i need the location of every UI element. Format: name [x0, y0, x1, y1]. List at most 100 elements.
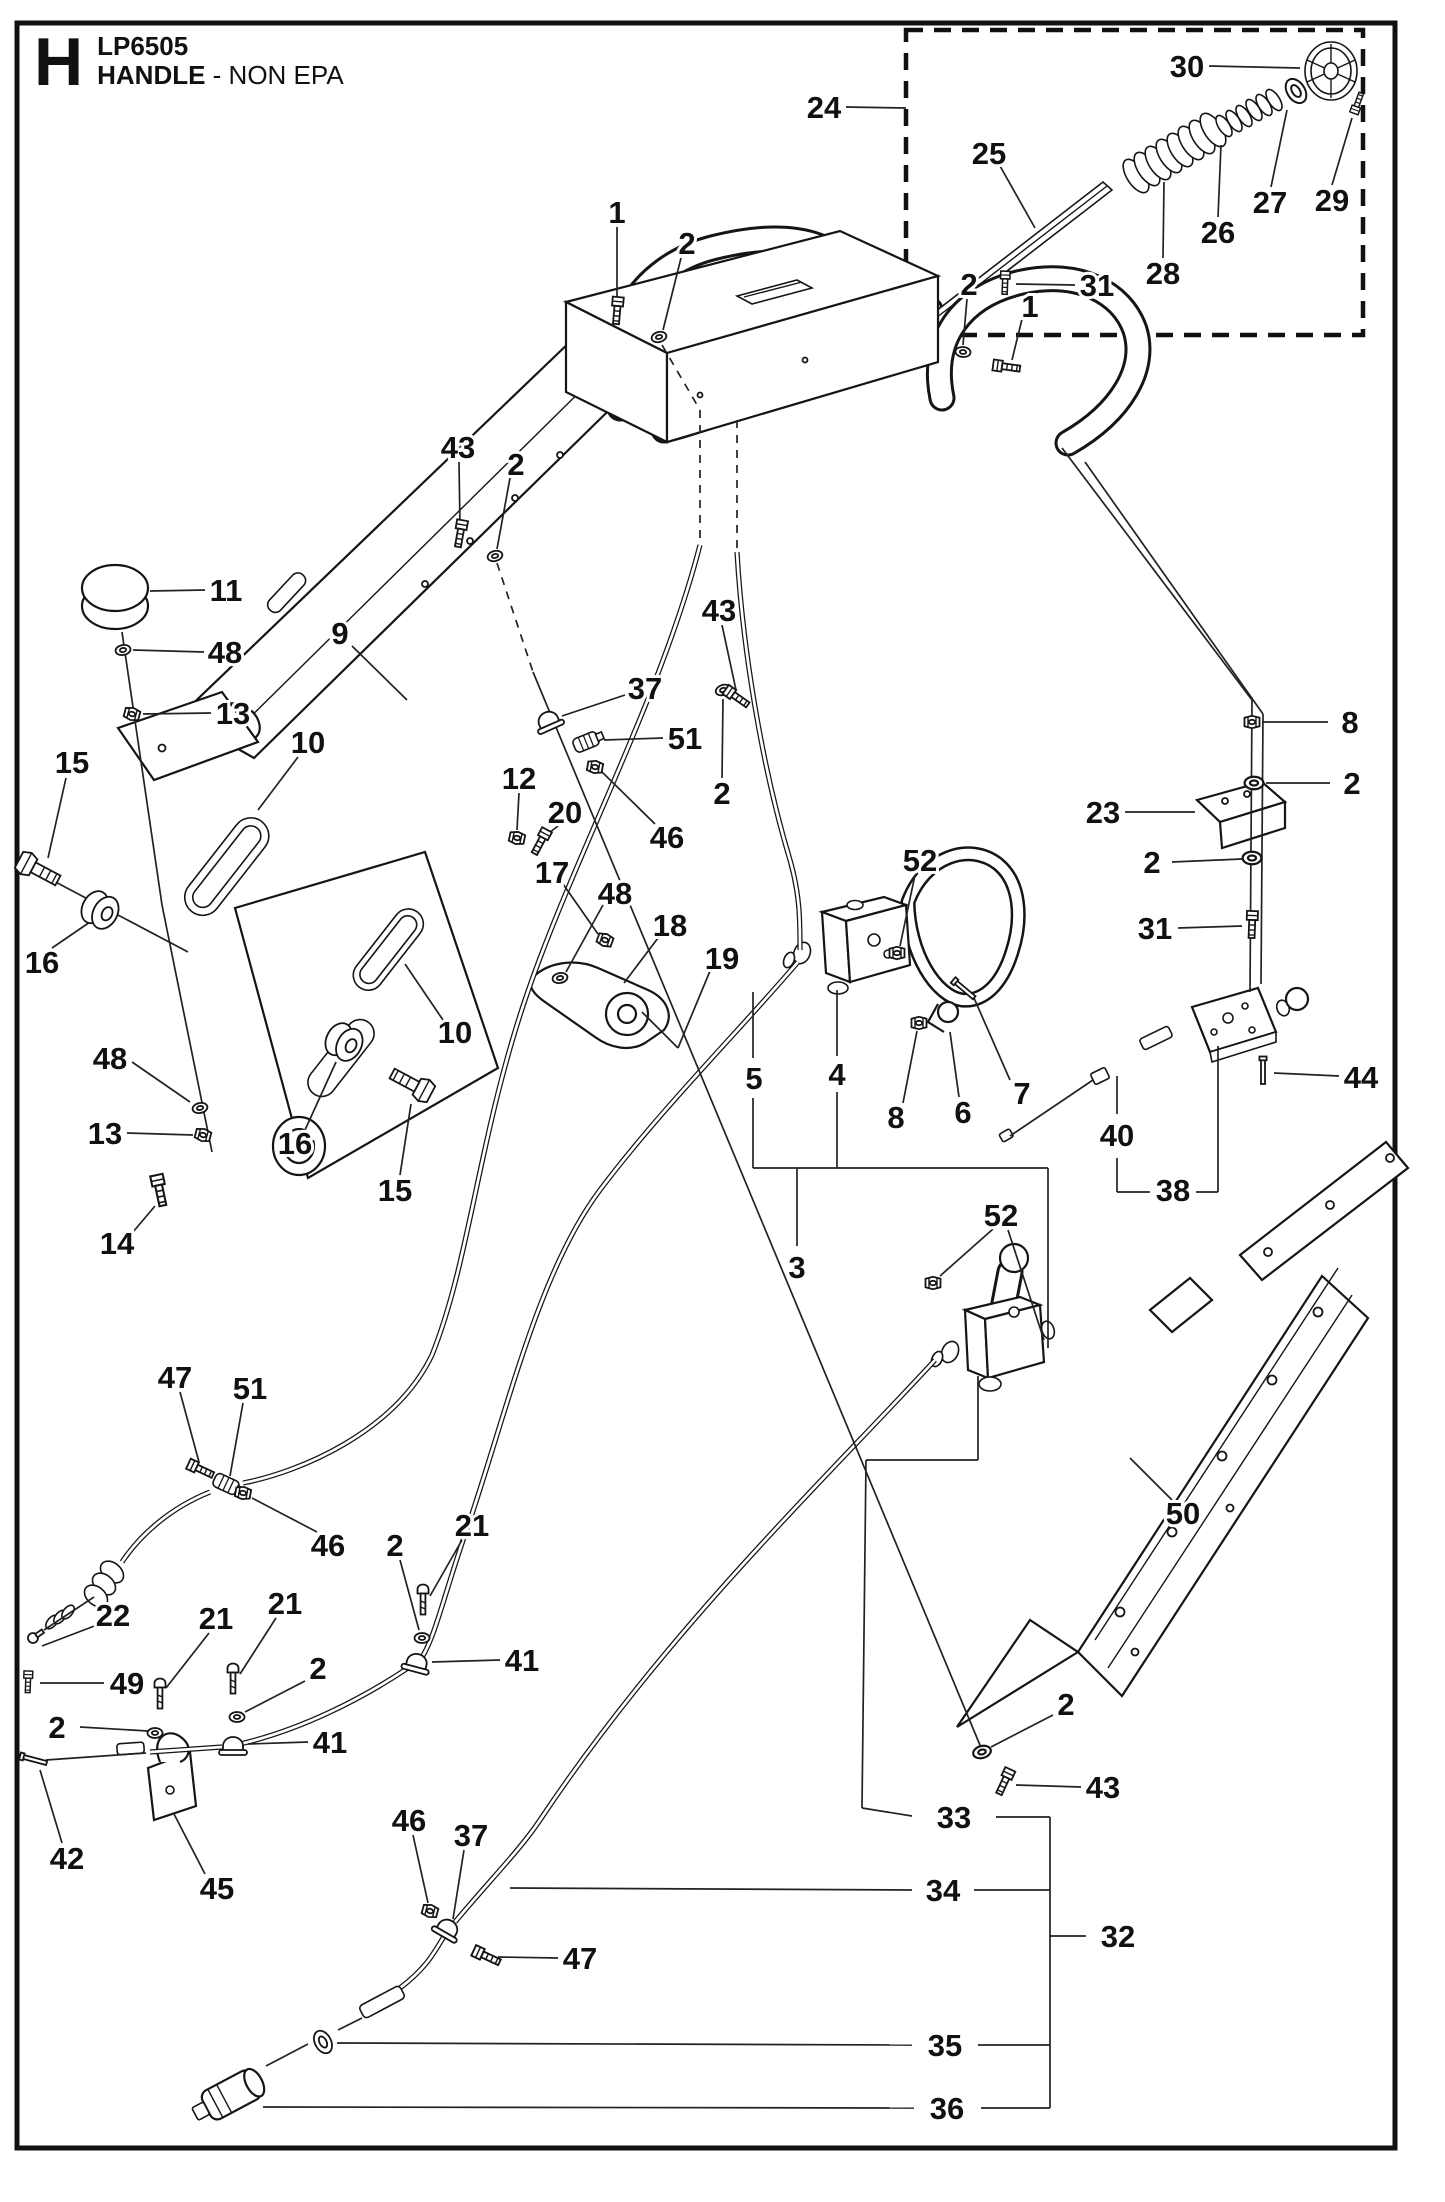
callout-16: 16: [278, 1126, 312, 1161]
bigbolt-icon: [12, 848, 65, 892]
leader-line: [973, 997, 1011, 1081]
callout-16: 16: [25, 945, 59, 980]
leader-line: [721, 698, 724, 779]
callout-43: 43: [441, 430, 475, 465]
leader-line: [939, 1228, 994, 1277]
leader-line: [1015, 283, 1076, 286]
leader-line: [452, 1849, 465, 1920]
bracket-line: [336, 2042, 913, 2046]
leader-line: [351, 645, 408, 701]
bracket-line: [1260, 713, 1264, 985]
callout-6: 6: [954, 1095, 971, 1130]
screw-icon: [153, 1677, 167, 1710]
leader-line: [1208, 65, 1301, 69]
washer-icon: [113, 642, 133, 658]
bracket-line: [1249, 699, 1253, 993]
leader-line: [949, 1031, 960, 1098]
leader-line: [641, 1011, 679, 1049]
callout-31: 31: [1080, 268, 1114, 303]
bolt-icon: [1245, 909, 1259, 940]
leader-line: [173, 1813, 206, 1875]
nut-icon: [1243, 714, 1261, 730]
knob: [80, 563, 150, 631]
callout-8: 8: [1341, 705, 1358, 740]
bolt-icon: [528, 826, 553, 858]
callout-26: 26: [1201, 215, 1235, 250]
leader-line: [247, 1741, 309, 1745]
leader-line: [497, 1956, 559, 1959]
leader-line: [39, 1769, 63, 1844]
leader-line: [1015, 1784, 1082, 1788]
callout-14: 14: [100, 1226, 135, 1261]
leader-line: [399, 1559, 420, 1631]
callout-31: 31: [1138, 911, 1172, 946]
leader-line: [404, 963, 444, 1021]
leader-line: [561, 694, 626, 717]
callout-21: 21: [268, 1586, 302, 1621]
leader-line: [1011, 318, 1023, 361]
leader-line: [1270, 109, 1288, 188]
bolt-icon: [185, 1457, 217, 1481]
nut-icon: [910, 1015, 928, 1031]
title-block: H LP6505 HANDLE - NON EPA: [34, 24, 344, 100]
callout-19: 19: [705, 941, 739, 976]
leader-line: [257, 756, 299, 811]
clamp-icon: [218, 1736, 248, 1756]
callout-48: 48: [208, 635, 242, 670]
clamp-icon: [531, 706, 566, 736]
callout-10: 10: [438, 1015, 472, 1050]
leader-line: [1217, 144, 1222, 218]
bracket-line: [337, 2017, 363, 2031]
leader-line: [1162, 181, 1165, 259]
callout-37: 37: [628, 671, 662, 706]
callout-17: 17: [535, 855, 569, 890]
bracket-line: [45, 1752, 147, 1761]
leader-line: [603, 737, 664, 741]
bracket-line: [509, 1887, 913, 1891]
bracket-line: [43, 1596, 95, 1631]
bolt-icon: [993, 1766, 1017, 1798]
callout-41: 41: [505, 1643, 539, 1678]
callout-51: 51: [233, 1371, 267, 1406]
bolt-icon: [721, 683, 752, 711]
leader-line: [601, 771, 656, 825]
bracket-line: [1009, 1079, 1094, 1137]
leader-line: [516, 792, 520, 831]
leader-line: [999, 165, 1036, 229]
dial-wheel: [1304, 41, 1358, 101]
washer-icon: [413, 1632, 431, 1644]
bracket-line: [1084, 461, 1264, 715]
leader-line: [902, 1030, 918, 1104]
bracket-line: [532, 671, 983, 1751]
nut-icon: [122, 705, 142, 723]
callout-18: 18: [653, 908, 687, 943]
callout-2: 2: [309, 1651, 326, 1686]
callout-46: 46: [392, 1803, 426, 1838]
callout-44: 44: [1344, 1060, 1379, 1095]
leader-line: [229, 1402, 244, 1477]
callout-38: 38: [1156, 1173, 1190, 1208]
section-letter: H: [34, 24, 84, 100]
leader-line: [677, 970, 711, 1049]
leader-line: [412, 1834, 429, 1904]
leader-line: [41, 1624, 98, 1647]
axis-dashed-line: [661, 344, 701, 411]
callout-29: 29: [1315, 183, 1349, 218]
callout-9: 9: [331, 616, 348, 651]
callout-37: 37: [454, 1818, 488, 1853]
callout-48: 48: [93, 1041, 127, 1076]
callout-36: 36: [930, 2091, 964, 2126]
ring-icon: [309, 2026, 337, 2058]
leader-line: [1273, 1072, 1340, 1077]
callout-43: 43: [1086, 1770, 1120, 1805]
callout-34: 34: [926, 1873, 961, 1908]
callout-3: 3: [788, 1250, 805, 1285]
callout-8: 8: [887, 1100, 904, 1135]
leader-line: [845, 106, 907, 109]
nut-icon: [420, 1902, 440, 1920]
washer-icon: [1241, 850, 1263, 866]
nut-icon: [233, 1484, 253, 1502]
callout-28: 28: [1146, 256, 1180, 291]
nut-icon: [888, 945, 906, 961]
